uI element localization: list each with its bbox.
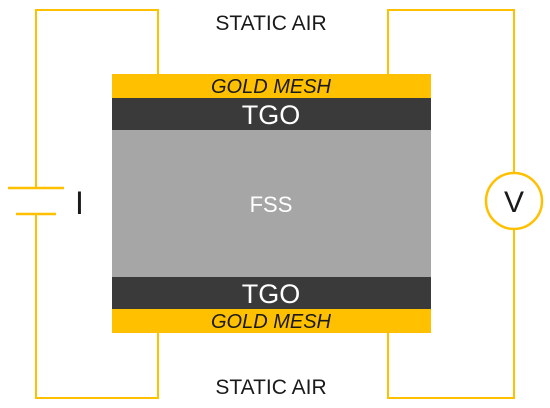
current-source-label: I xyxy=(75,185,84,221)
top-air-label: STATIC AIR xyxy=(215,12,326,35)
circuit-wires xyxy=(35,9,515,399)
bottom-air-label: STATIC AIR xyxy=(215,376,326,399)
right-top-wire xyxy=(387,9,515,173)
left-bottom-wire xyxy=(35,214,159,399)
bottom-tgo-layer xyxy=(112,277,431,309)
top-tgo-layer xyxy=(112,98,431,130)
top-gold-mesh-label: GOLD MESH xyxy=(211,76,332,98)
right-bottom-wire xyxy=(387,229,515,399)
fss-label: FSS xyxy=(250,192,293,217)
voltmeter-label: V xyxy=(504,186,524,219)
left-top-wire xyxy=(35,9,159,188)
fss-core-layer xyxy=(112,130,431,277)
current-source-symbol xyxy=(8,186,64,216)
top-gold-mesh-layer xyxy=(112,74,431,98)
top-tgo-label: TGO xyxy=(242,100,301,130)
bottom-tgo-label: TGO xyxy=(242,279,301,309)
voltmeter-circle xyxy=(484,171,544,231)
bottom-gold-mesh-layer xyxy=(112,309,431,333)
bottom-gold-mesh-label: GOLD MESH xyxy=(211,311,332,333)
